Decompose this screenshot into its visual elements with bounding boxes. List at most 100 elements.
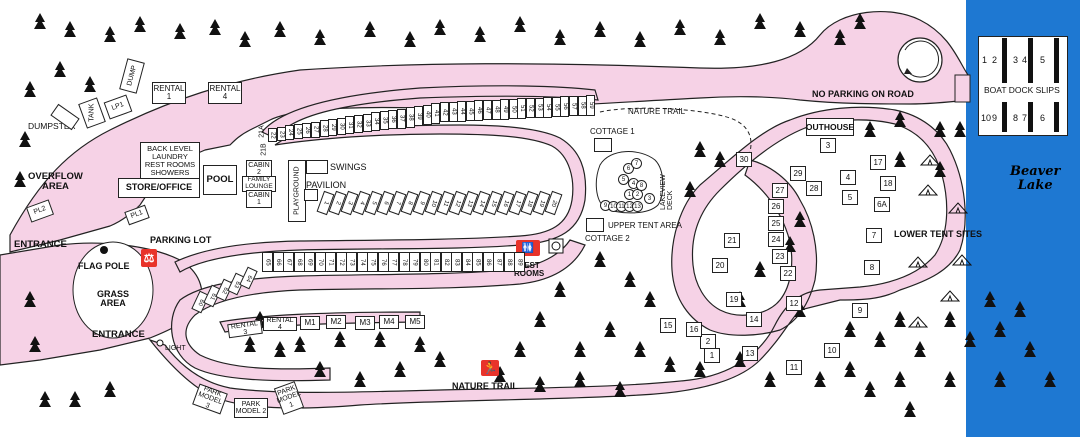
tree-icon: [784, 236, 796, 252]
dock-num: 4: [1022, 55, 1028, 65]
nature-trail-top-label: NATURE TRAIL: [628, 107, 686, 116]
loop-site-7: 7: [866, 228, 882, 243]
m4-label: M4: [383, 316, 395, 326]
rental-4-bottom-label: RENTAL 4: [266, 316, 294, 331]
rental-1-box: RENTAL 1: [152, 82, 186, 104]
park-model-2-label: PARK MODEL 2: [235, 400, 267, 415]
tree-icon: [239, 31, 251, 47]
tree-icon: [354, 371, 366, 387]
site-72: 72: [335, 252, 347, 272]
lakeview-deck-label: LAKEVIEW DECK: [660, 174, 674, 210]
loop-site-26: 26: [768, 199, 784, 214]
site-59: 59: [586, 95, 596, 116]
site-58: 58: [577, 95, 587, 116]
playground-label: PLAYGROUND: [293, 166, 301, 216]
loop-site-18: 18: [880, 176, 896, 191]
dock-num: 2: [992, 55, 998, 65]
tree-icon: [494, 366, 506, 382]
loop-site-16: 16: [686, 322, 702, 337]
loop-site-15: 15: [660, 318, 676, 333]
site-87: 87: [493, 252, 504, 272]
tree-icon: [534, 311, 546, 327]
flag-pole-icon: [100, 246, 108, 254]
tent-icon: [907, 316, 929, 328]
boat-dock: 1 2 3 4 5 10 9 8 7 6 BOAT DOCK SLIPS: [978, 36, 1068, 136]
nature-trail-path: [599, 107, 752, 159]
light-icon: [156, 339, 164, 347]
loop-site-4: 4: [840, 170, 856, 185]
tree-icon: [734, 351, 746, 367]
tree-icon: [714, 29, 726, 45]
tree-icon: [694, 141, 706, 157]
tent-icon: [919, 154, 941, 166]
dock-num: 1: [982, 55, 988, 65]
loop-site-27: 27: [772, 183, 788, 198]
site-27: 27: [311, 121, 320, 138]
site-81: 81: [430, 252, 441, 272]
site-47: 47: [483, 100, 492, 121]
tree-icon: [434, 351, 446, 367]
m1-label: M1: [304, 317, 316, 327]
dock-num: 5: [1040, 55, 1046, 65]
loop-site-6A: 6A: [874, 197, 890, 212]
loop-site-23: 23: [772, 249, 788, 264]
tree-icon: [854, 13, 866, 29]
m4-box: M4: [379, 315, 399, 329]
loop-site-20: 20: [712, 258, 728, 273]
m2-box: M2: [326, 315, 346, 329]
tree-icon: [414, 336, 426, 352]
tree-icon: [314, 361, 326, 377]
tree-icon: [1024, 341, 1036, 357]
tree-icon: [864, 121, 876, 137]
tree-icon: [674, 19, 686, 35]
loop-site-3: 3: [820, 138, 836, 153]
loop-site-24: 24: [768, 232, 784, 247]
tree-icon: [834, 29, 846, 45]
site-74: 74: [356, 252, 368, 272]
tree-icon: [994, 321, 1006, 337]
tent-icon: [951, 254, 973, 266]
site-65: 65: [262, 252, 273, 272]
tent-icon: [907, 256, 929, 268]
tree-icon: [174, 23, 186, 39]
site-46: 46: [474, 100, 484, 121]
m5-label: M5: [409, 316, 421, 326]
tree-icon: [644, 291, 656, 307]
park-model-2-box: PARK MODEL 2: [234, 398, 268, 418]
site-45: 45: [465, 100, 475, 122]
store-office-label: STORE/OFFICE: [125, 182, 193, 193]
campfire-icon: [548, 238, 564, 254]
pl1-label: PL1: [129, 209, 144, 221]
site-51: 51: [517, 98, 527, 119]
site-67: 67: [283, 252, 294, 272]
site-56: 56: [560, 96, 570, 117]
pl2-label: PL2: [32, 205, 47, 217]
tree-icon: [1044, 371, 1056, 387]
dock-num: 8: [1013, 113, 1019, 123]
site-83: 83: [451, 252, 462, 272]
tent-layer: [907, 154, 973, 328]
site-43: 43: [448, 101, 458, 122]
m2-label: M2: [330, 316, 342, 326]
overflow-area-label: OVERFLOW AREA: [28, 171, 83, 192]
tree-icon: [394, 361, 406, 377]
lp1-label: LP1: [110, 101, 125, 113]
site-35: 35: [379, 111, 389, 131]
tree-icon: [104, 381, 116, 397]
site-77: 77: [388, 252, 399, 272]
pool-label: POOL: [206, 174, 234, 186]
loop-site-30: 30: [736, 152, 752, 167]
site-80: 80: [419, 252, 431, 272]
site-30: 30: [336, 117, 346, 135]
rest-rooms-label: REST ROOMS: [514, 261, 545, 278]
dock-num: 6: [1040, 113, 1046, 123]
tree-icon: [24, 291, 36, 307]
tank-label: TANK: [88, 103, 96, 123]
loop-site-28: 28: [806, 181, 822, 196]
dock-num: 10: [981, 113, 992, 123]
outhouse-box: OUTHOUSE: [806, 118, 854, 136]
tree-icon: [69, 391, 81, 407]
tree-icon: [404, 31, 416, 47]
tree-icon: [244, 336, 256, 352]
